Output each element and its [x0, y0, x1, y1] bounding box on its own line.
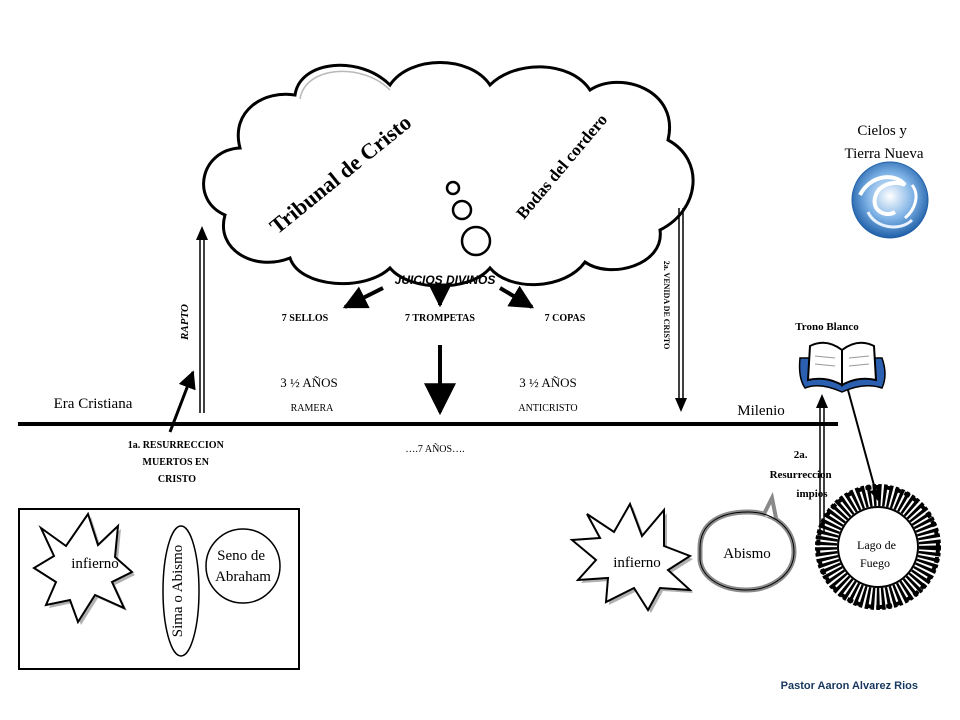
abyss-bubble: [697, 491, 797, 593]
abismo-label: Abismo: [723, 546, 771, 562]
rapture-arrow: [196, 226, 208, 413]
thought-bubble-small: [445, 180, 461, 196]
open-book-icon: [798, 341, 886, 393]
second-coming-label: 2a. VENIDA DE CRISTO: [662, 261, 671, 350]
cielos-tierra-nueva-label: Cielos y Tierra Nueva: [844, 123, 923, 162]
era-cristiana-label: Era Cristiana: [54, 396, 133, 412]
judgment-cloud: Tribunal de Cristo Bodas del cordero JUI…: [202, 61, 695, 288]
lago-de-fuego-label: Lago de Fuego: [857, 538, 899, 570]
second-resurrection-arrow: [816, 394, 828, 532]
abraham-circle: [205, 528, 281, 604]
juicios-divinos-label: JUICIOS DIVINOS: [395, 273, 496, 287]
bowls-label: 7 COPAS: [545, 313, 586, 324]
throne-to-lake-arrow: [847, 389, 881, 502]
ramera-label: RAMERA: [291, 403, 335, 414]
rapto-label: RAPTO: [179, 304, 191, 341]
milenio-label: Milenio: [737, 403, 785, 419]
judgment-arrows: [342, 283, 535, 309]
second-resurrection-label: 2a. Resurreccion impios: [770, 449, 835, 500]
author-credit: Pastor Aaron Alvarez Rios: [781, 680, 918, 692]
first-half-duration: 3 ½ AÑOS: [280, 375, 337, 390]
lake-of-fire: [815, 484, 941, 610]
seals-arrow: [342, 286, 384, 309]
sima-o-abismo-label: Sima o Abismo: [170, 545, 186, 638]
first-resurrection-arrow: [168, 370, 196, 433]
gulf-ellipse: [162, 525, 200, 657]
second-half-duration: 3 ½ AÑOS: [519, 375, 576, 390]
trumpets-label: 7 TROMPETAS: [405, 313, 475, 324]
trono-blanco-label: Trono Blanco: [795, 321, 859, 333]
seno-de-abraham-label: Seno de Abraham: [215, 548, 271, 585]
second-coming-arrow: [675, 208, 687, 412]
hell-burst-left: [32, 511, 135, 625]
hell-burst-right: [569, 501, 693, 613]
seals-label: 7 SELLOS: [282, 313, 329, 324]
hell-label-left: infierno: [71, 556, 118, 572]
seven-years-label: ….7 AÑOS….: [405, 443, 464, 455]
bowls-arrow: [498, 285, 535, 309]
thought-bubble-medium: [451, 199, 473, 221]
anticristo-label: ANTICRISTO: [518, 403, 577, 414]
first-resurrection-label: 1a. RESURRECCION MUERTOS EN CRISTO: [128, 440, 227, 485]
thought-bubble-large: [460, 225, 492, 257]
globe-icon: [851, 161, 929, 239]
hell-label-right: infierno: [613, 555, 660, 571]
